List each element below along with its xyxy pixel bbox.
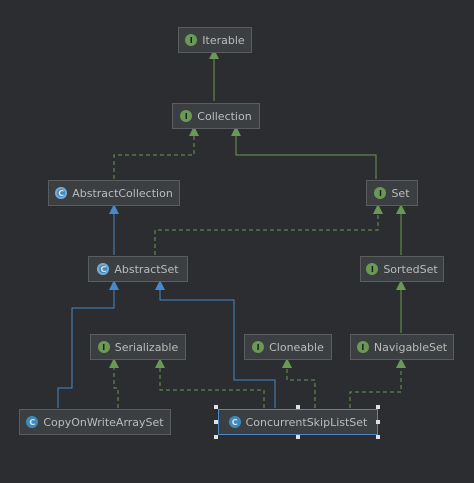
interface-icon: I [185,34,198,46]
node-navigableset[interactable]: I NavigableSet [350,334,454,360]
node-label: AbstractSet [114,262,179,276]
selection-handle[interactable] [296,435,300,439]
node-label: ConcurrentSkipListSet [245,415,368,429]
node-collection[interactable]: I Collection [172,103,260,129]
node-label: CopyOnWriteArraySet [43,415,164,429]
node-abstractcollection[interactable]: C AbstractCollection [48,180,180,206]
edge-copyonwritearrayset-to-abstractset [57,280,119,408]
interface-icon: I [180,110,193,122]
selection-handle[interactable] [376,405,380,409]
edge-copyonwritearrayset-to-serializable [109,358,119,408]
selection-handle[interactable] [214,420,218,424]
node-label: NavigableSet [373,340,448,354]
selection-handle[interactable] [214,435,218,439]
selection-handle[interactable] [296,405,300,409]
interface-icon: I [374,187,387,199]
edge-concurrentskiplistset-to-cloneable [282,358,316,408]
node-serializable[interactable]: I Serializable [90,334,186,360]
edge-set-to-collection [231,126,377,179]
node-label: Collection [197,109,252,123]
abstract-class-icon: C [55,187,68,199]
interface-icon: I [366,263,379,275]
edge-concurrentskiplistset-to-abstractset [155,280,276,408]
selection-handle[interactable] [376,435,380,439]
node-set[interactable]: I Set [366,180,418,206]
abstract-class-icon: C [97,263,110,275]
node-label: Serializable [114,340,179,354]
interface-icon: I [252,341,265,353]
node-label: Set [391,186,410,200]
node-copyonwritearrayset[interactable]: C CopyOnWriteArraySet [19,409,171,435]
edge-abstractset-to-set [154,204,383,255]
class-icon: C [26,416,39,428]
selection-handle[interactable] [214,405,218,409]
node-label: Cloneable [269,340,324,354]
interface-icon: I [97,341,110,353]
node-label: Iterable [202,33,245,47]
class-icon: C [228,416,241,428]
node-cloneable[interactable]: I Cloneable [244,334,332,360]
node-label: SortedSet [383,262,438,276]
node-sortedset[interactable]: I SortedSet [360,256,444,282]
edge-abstractcollection-to-collection [113,126,199,179]
node-concurrentskiplistset[interactable]: C ConcurrentSkipListSet [218,409,378,435]
node-label: AbstractCollection [72,186,173,200]
edge-concurrentskiplistset-to-navigableset [349,358,406,408]
node-iterable[interactable]: I Iterable [178,27,252,53]
interface-icon: I [356,341,369,353]
selection-handle[interactable] [376,420,380,424]
node-abstractset[interactable]: C AbstractSet [88,256,188,282]
edge-concurrentskiplistset-to-serializable [155,358,265,408]
